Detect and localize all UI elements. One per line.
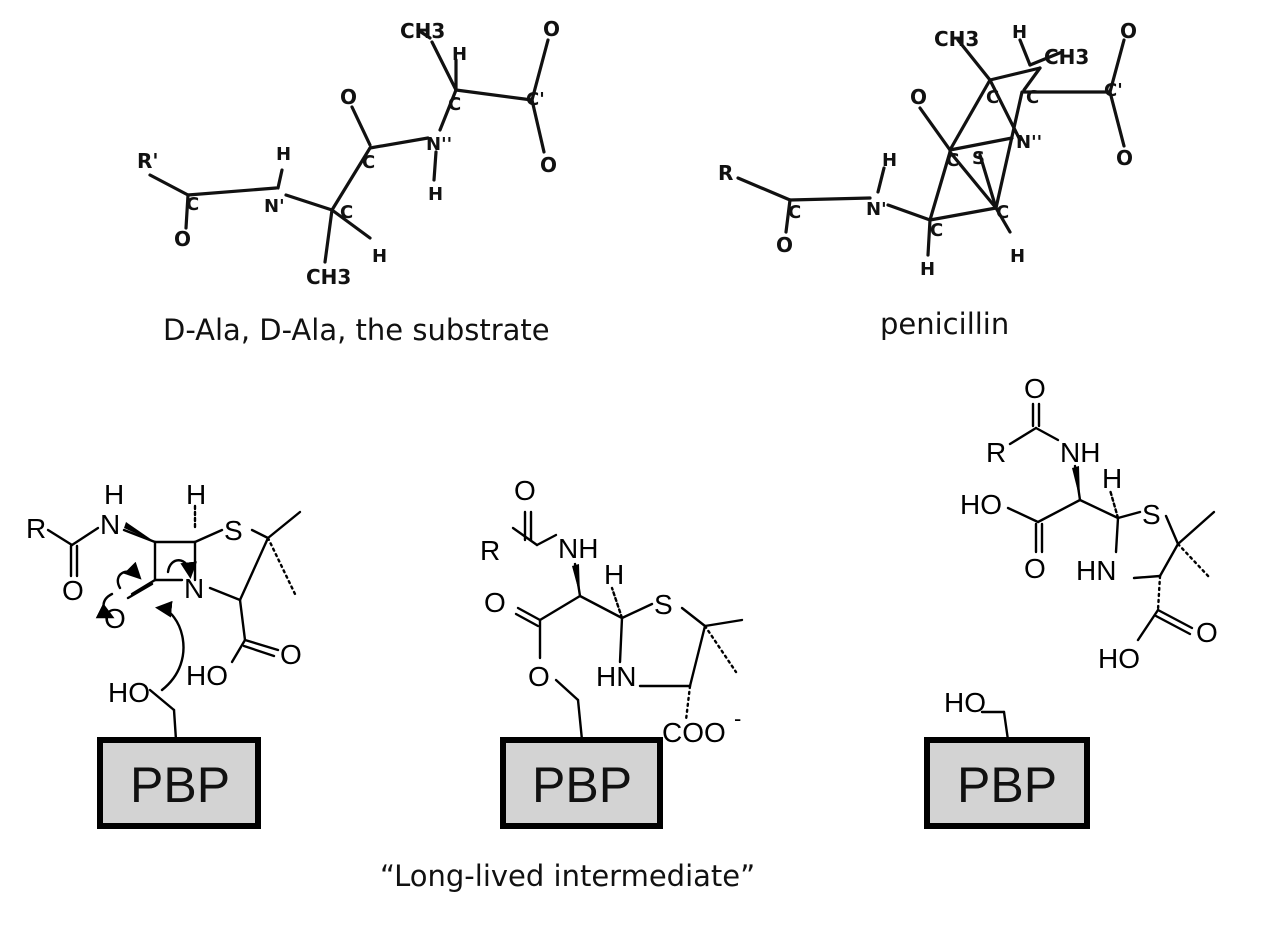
penicillin-n-double: N''	[1016, 132, 1042, 153]
substrate-c-carbonyl: C	[362, 152, 375, 173]
penicillin-c-ring: C	[946, 150, 959, 171]
penicillin-h-n: H	[882, 150, 897, 171]
substrate-o-top: O	[340, 85, 357, 109]
step1-h-top: H	[186, 479, 206, 510]
step1-s: S	[224, 515, 243, 546]
penicillin-ch3-right: CH3	[1044, 45, 1089, 69]
step3-o-amide: O	[1024, 373, 1046, 404]
step1-o-amide: O	[62, 575, 84, 606]
substrate-structure: CH3 H O C C' O O N'' H C R' C O H N' C C…	[137, 17, 560, 289]
substrate-o-acid1: O	[543, 17, 560, 41]
step3-s: S	[1142, 499, 1161, 530]
step2-o-link: O	[528, 661, 550, 692]
substrate-h-n2: H	[428, 184, 443, 205]
penicillin-h-top: H	[1012, 22, 1027, 43]
substrate-h-bottom: H	[372, 246, 387, 267]
step1-o-lactam: O	[104, 603, 126, 634]
step2-charge: -	[734, 706, 741, 731]
substrate-caption: D-Ala, D-Ala, the substrate	[163, 313, 550, 347]
substrate-ch3-top: CH3	[400, 19, 445, 43]
step3-nh: NH	[1060, 437, 1100, 468]
step3-o-acid2: O	[1196, 617, 1218, 648]
penicillin-caption: penicillin	[880, 307, 1009, 341]
step2-nh: NH	[558, 533, 598, 564]
step2-pbp-label: PBP	[532, 757, 632, 813]
step3-r: R	[986, 437, 1006, 468]
step1-h-nh: H	[104, 479, 124, 510]
step1-n: N	[100, 509, 120, 540]
substrate-h-top: H	[452, 44, 467, 65]
mechanism-step1: R H N H S O O N HO O HO PBP	[26, 479, 302, 829]
substrate-c-alpha2: C	[448, 94, 461, 115]
penicillin-c-acyl: C	[788, 202, 801, 223]
substrate-o-acid2: O	[540, 153, 557, 177]
penicillin-h-low-right: H	[1010, 246, 1025, 267]
penicillin-ch3-left: CH3	[934, 27, 979, 51]
step1-acid: HO	[186, 660, 228, 691]
substrate-c-prime: C'	[526, 89, 545, 110]
step1-pbp-box	[97, 737, 261, 829]
intermediate-caption: “Long-lived intermediate”	[380, 859, 755, 893]
step2-o-ester: O	[484, 587, 506, 618]
penicillin-h-low-left: H	[920, 259, 935, 280]
step3-pbp-label: PBP	[957, 757, 1057, 813]
penicillin-o-acyl: O	[776, 233, 793, 257]
step1-pbp-label: PBP	[130, 757, 230, 813]
step1-ho: HO	[108, 677, 150, 708]
penicillin-c-low-right: C	[996, 202, 1009, 223]
mechanism-step3: O R NH H HO S O HN O HO HO PBP	[924, 373, 1218, 829]
penicillin-o-ring: O	[910, 85, 927, 109]
mechanism-step2: O R NH H O S O HN COO - PBP	[480, 475, 744, 829]
step2-r: R	[480, 535, 500, 566]
substrate-ch3-bottom: CH3	[306, 265, 351, 289]
step3-o-acid: O	[1024, 553, 1046, 584]
penicillin-r: R	[718, 161, 733, 185]
penicillin-o-acid2: O	[1116, 146, 1133, 170]
step3-ho: HO	[944, 687, 986, 718]
substrate-o-acyl: O	[174, 227, 191, 251]
step3-ho-acid2: HO	[1098, 643, 1140, 674]
substrate-c-acyl: C	[186, 194, 199, 215]
penicillin-c-low-left: C	[930, 220, 943, 241]
step3-pbp-box	[924, 737, 1090, 829]
penicillin-o-acid1: O	[1120, 19, 1137, 43]
step2-s: S	[654, 589, 673, 620]
step2-o-amide: O	[514, 475, 536, 506]
step1-n-ring: N	[184, 573, 204, 604]
substrate-r-prime: R'	[137, 149, 159, 173]
step3-ho-acid: HO	[960, 489, 1002, 520]
step3-h-top: H	[1102, 463, 1122, 494]
step2-hn: HN	[596, 661, 636, 692]
substrate-n-prime: N'	[264, 196, 285, 217]
step2-coo: COO	[662, 717, 726, 748]
step2-pbp-box	[500, 737, 663, 829]
penicillin-c-prime: C'	[1104, 80, 1123, 101]
penicillin-s-ring: S	[972, 148, 985, 169]
penicillin-n-prime: N'	[866, 199, 887, 220]
substrate-n-double: N''	[426, 134, 452, 155]
step3-hn: HN	[1076, 555, 1116, 586]
substrate-h-n1: H	[276, 144, 291, 165]
step1-o-acid: O	[280, 639, 302, 670]
step2-h-top: H	[604, 559, 624, 590]
penicillin-structure: CH3 H CH3 O C C C' O C S N'' O R H N' C …	[718, 19, 1137, 280]
substrate-c-alpha1: C	[340, 202, 353, 223]
penicillin-c-left: C	[986, 87, 999, 108]
penicillin-c-right: C	[1026, 87, 1039, 108]
step1-r: R	[26, 513, 46, 544]
